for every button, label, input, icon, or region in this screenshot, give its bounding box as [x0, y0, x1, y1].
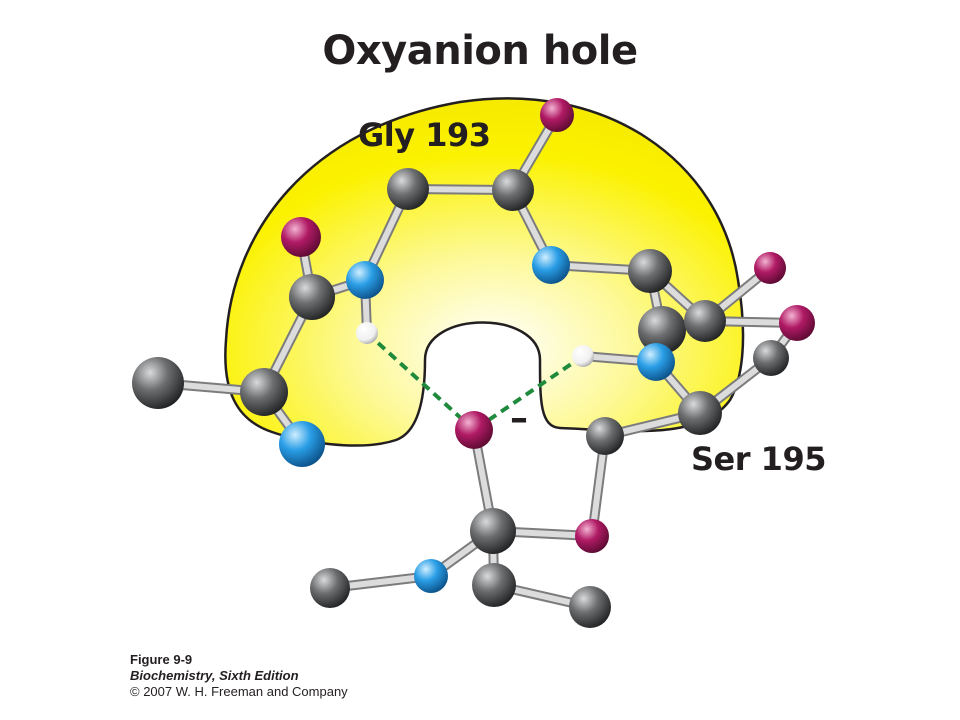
- oxygen-atom: [779, 305, 815, 341]
- book-title: Biochemistry, Sixth Edition: [130, 668, 299, 683]
- hydrogen-bond: [365, 331, 476, 432]
- nitrogen-atom: [279, 421, 325, 467]
- carbon-atom: [289, 274, 335, 320]
- nitrogen-atom: [532, 246, 570, 284]
- figure-number: Figure 9-9: [130, 652, 193, 667]
- carbon-atom: [638, 306, 686, 354]
- ser-195-label: Ser 195: [691, 440, 826, 478]
- carbon-atom: [387, 168, 429, 210]
- hydrogen-bond: [472, 354, 585, 432]
- carbon-atom: [586, 417, 624, 455]
- carbon-atom: [132, 357, 184, 409]
- gly-193-label: Gly 193: [358, 116, 491, 154]
- nitrogen-atom: [346, 261, 384, 299]
- carbon-atom: [470, 508, 516, 554]
- hydrogen-atom: [356, 322, 378, 344]
- oxygen-atom: [754, 252, 786, 284]
- copyright-line: © 2007 W. H. Freeman and Company: [130, 684, 348, 699]
- oxygen-atom: [281, 217, 321, 257]
- carbon-atom: [628, 249, 672, 293]
- hydrogen-bonds: [365, 331, 585, 432]
- nitrogen-atom: [637, 343, 675, 381]
- carbon-atom: [684, 300, 726, 342]
- figure-caption: Figure 9-9 Biochemistry, Sixth Edition ©…: [130, 652, 348, 700]
- oxygen-atom: [540, 98, 574, 132]
- carbon-atom: [678, 391, 722, 435]
- carbon-atom: [753, 340, 789, 376]
- figure-title: Oxyanion hole: [322, 28, 638, 74]
- hydrogen-atom: [572, 345, 594, 367]
- nitrogen-atom: [414, 559, 448, 593]
- oxygen-atom: [455, 411, 493, 449]
- negative-charge-label: –: [510, 398, 528, 439]
- carbon-atom: [569, 586, 611, 628]
- oxygen-atom: [575, 519, 609, 553]
- carbon-atom: [240, 368, 288, 416]
- atoms: [132, 98, 815, 628]
- carbon-atom: [472, 563, 516, 607]
- carbon-atom: [310, 568, 350, 608]
- carbon-atom: [492, 169, 534, 211]
